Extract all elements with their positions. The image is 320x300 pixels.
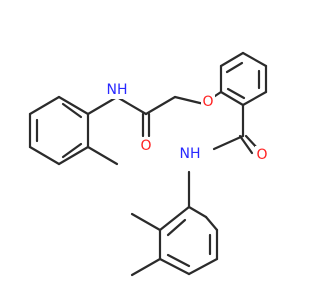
bond [212, 134, 245, 151]
bond [115, 95, 148, 116]
label-background [201, 93, 215, 111]
bond [158, 257, 191, 276]
label-background [177, 145, 203, 163]
bond [219, 90, 245, 107]
bond [28, 95, 61, 116]
bond [144, 95, 177, 116]
bond [173, 95, 206, 106]
bond [61, 102, 83, 119]
o-left-label: O [140, 138, 151, 154]
bond [28, 145, 61, 166]
nh-right-label: NH [180, 146, 201, 162]
label-background [104, 81, 130, 99]
o-ether-label: O [202, 94, 213, 110]
bond [241, 90, 268, 107]
bond [187, 257, 219, 276]
bond [238, 134, 254, 155]
bond [130, 257, 162, 277]
bond [204, 215, 219, 232]
chemical-structure-diagram: NH O O O NH [28, 51, 269, 277]
bond [61, 142, 83, 159]
bond [130, 212, 162, 232]
nh-left-label: NH [107, 82, 128, 98]
bond [57, 145, 90, 166]
bond [86, 145, 119, 166]
bond-layer [28, 51, 268, 277]
bond [166, 253, 191, 268]
bond [166, 218, 187, 237]
bond [241, 51, 268, 68]
bond [86, 95, 119, 116]
bond [158, 205, 191, 232]
label-background [255, 146, 269, 164]
bond [57, 95, 90, 116]
bond [219, 51, 245, 68]
bond [225, 61, 244, 74]
atom-label-layer: NH O O O NH [104, 81, 269, 164]
label-background [139, 137, 153, 155]
o-right-label: O [256, 147, 267, 163]
bond [226, 87, 246, 100]
bond [187, 205, 208, 219]
